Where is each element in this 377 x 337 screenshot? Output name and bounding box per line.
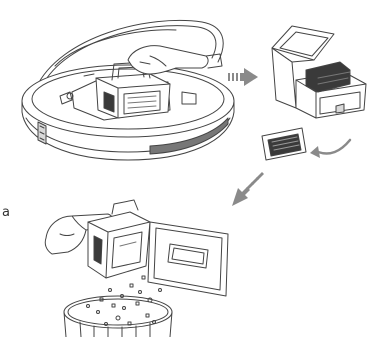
filter-removed-illustration (262, 128, 306, 160)
dust-particles-illustration (87, 276, 162, 326)
arrow-down-left-icon (232, 172, 264, 206)
arrow-right-icon (228, 68, 258, 86)
robot-vacuum-illustration (22, 20, 234, 160)
curved-arrow-head-icon (310, 146, 320, 158)
curved-arrow-icon (318, 140, 350, 154)
dustbin-open-illustration (272, 26, 366, 118)
dustbin-emptying-illustration (45, 200, 228, 296)
